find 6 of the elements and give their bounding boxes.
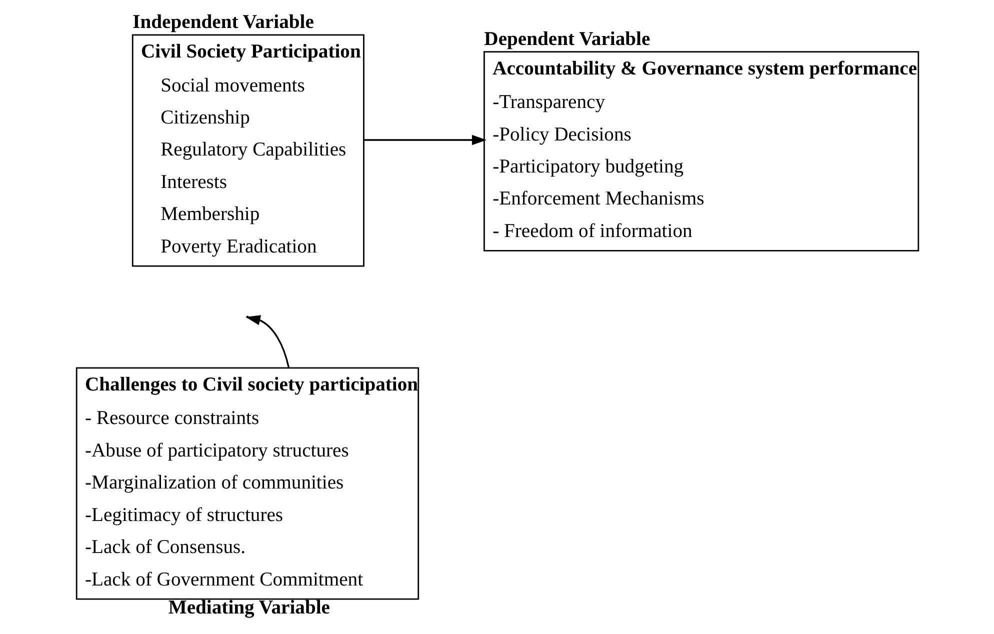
- node-box: Accountability & Governance system performance -Transparency -Policy Decisions -Participatory budgeting -Enforcement Mechanisms - Freedom of information: [483, 51, 919, 252]
- node-label: Independent Variable: [132, 12, 314, 34]
- node-box: Civil Society Participation Social movements Citizenship Regulatory Capabilities Interests Membership Poverty Eradication: [131, 34, 364, 267]
- node-label: Mediating Variable: [168, 597, 330, 618]
- arrow: [362, 134, 486, 146]
- node-label: Dependent Variable: [484, 29, 650, 50]
